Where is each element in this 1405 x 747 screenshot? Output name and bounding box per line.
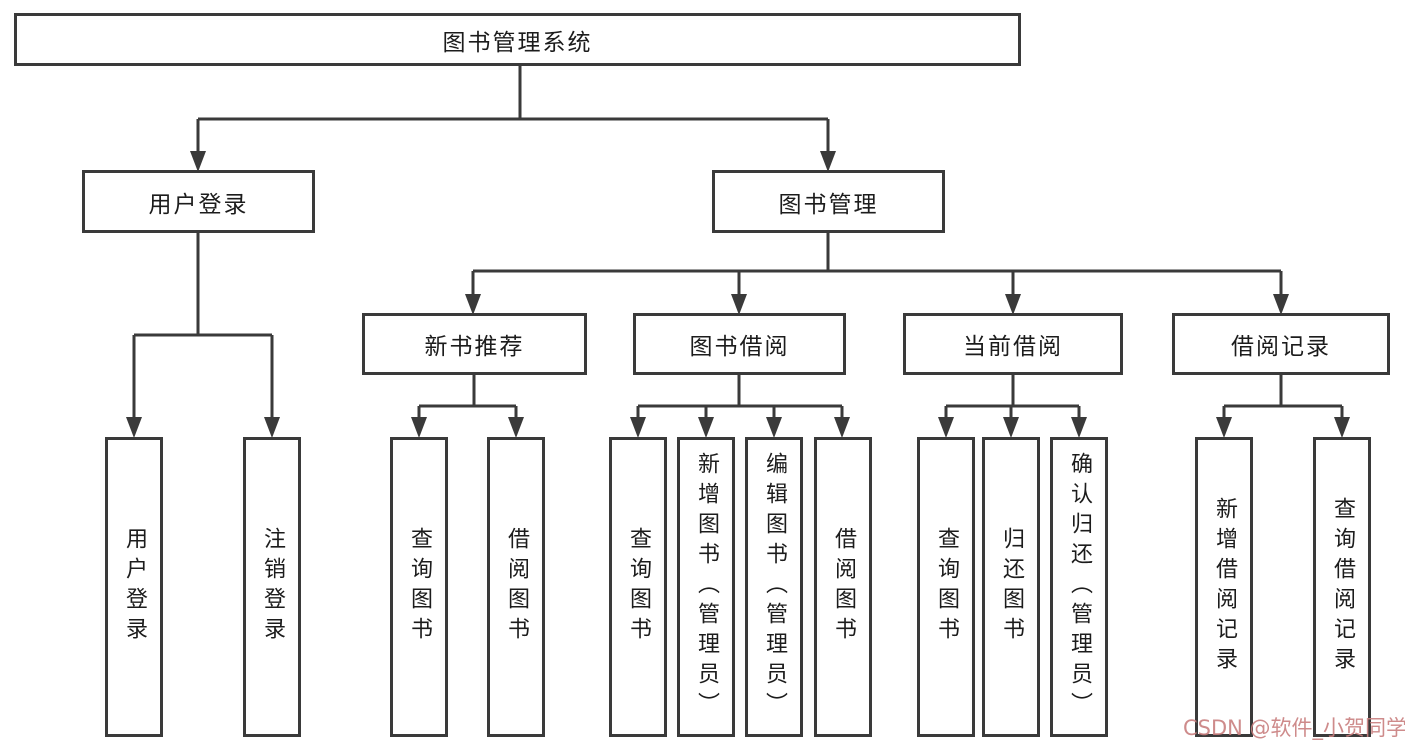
node-return-books: 归还图书	[982, 437, 1040, 737]
node-query-books-current: 查询图书	[917, 437, 975, 737]
node-borrowing-records: 借阅记录	[1172, 313, 1390, 375]
node-edit-books-admin-label: 编辑图书（管理员）	[762, 452, 787, 722]
node-logout: 注销登录	[243, 437, 301, 737]
node-edit-books-admin: 编辑图书（管理员）	[745, 437, 803, 737]
node-query-books-recommend: 查询图书	[390, 437, 448, 737]
node-borrow-books-recommend-label: 借阅图书	[504, 527, 529, 647]
node-library-system: 图书管理系统	[14, 13, 1021, 66]
node-add-books-admin: 新增图书（管理员）	[677, 437, 735, 737]
watermark: CSDN @软件_小贺同学	[1183, 716, 1405, 740]
node-current-borrowing: 当前借阅	[903, 313, 1123, 375]
node-user-login: 用户登录	[82, 170, 315, 233]
node-borrow-books-borrowing: 借阅图书	[814, 437, 872, 737]
node-add-borrow-record-label: 新增借阅记录	[1212, 497, 1237, 677]
node-query-books-borrowing: 查询图书	[609, 437, 667, 737]
node-confirm-return-admin: 确认归还（管理员）	[1050, 437, 1108, 737]
node-query-borrow-record-label: 查询借阅记录	[1330, 497, 1355, 677]
node-add-books-admin-label: 新增图书（管理员）	[694, 452, 719, 722]
node-new-book-recommendation: 新书推荐	[362, 313, 587, 375]
node-book-borrowing: 图书借阅	[633, 313, 846, 375]
node-return-books-label: 归还图书	[999, 527, 1024, 647]
node-book-management: 图书管理	[712, 170, 945, 233]
node-borrow-books-recommend: 借阅图书	[487, 437, 545, 737]
node-query-borrow-record: 查询借阅记录	[1313, 437, 1371, 737]
node-query-books-current-label: 查询图书	[934, 527, 959, 647]
node-query-books-borrowing-label: 查询图书	[626, 527, 651, 647]
node-user-login-action: 用户登录	[105, 437, 163, 737]
node-user-login-action-label: 用户登录	[122, 527, 147, 647]
node-borrow-books-borrowing-label: 借阅图书	[831, 527, 856, 647]
node-confirm-return-admin-label: 确认归还（管理员）	[1067, 452, 1092, 722]
node-query-books-recommend-label: 查询图书	[407, 527, 432, 647]
node-logout-label: 注销登录	[260, 527, 285, 647]
node-add-borrow-record: 新增借阅记录	[1195, 437, 1253, 737]
